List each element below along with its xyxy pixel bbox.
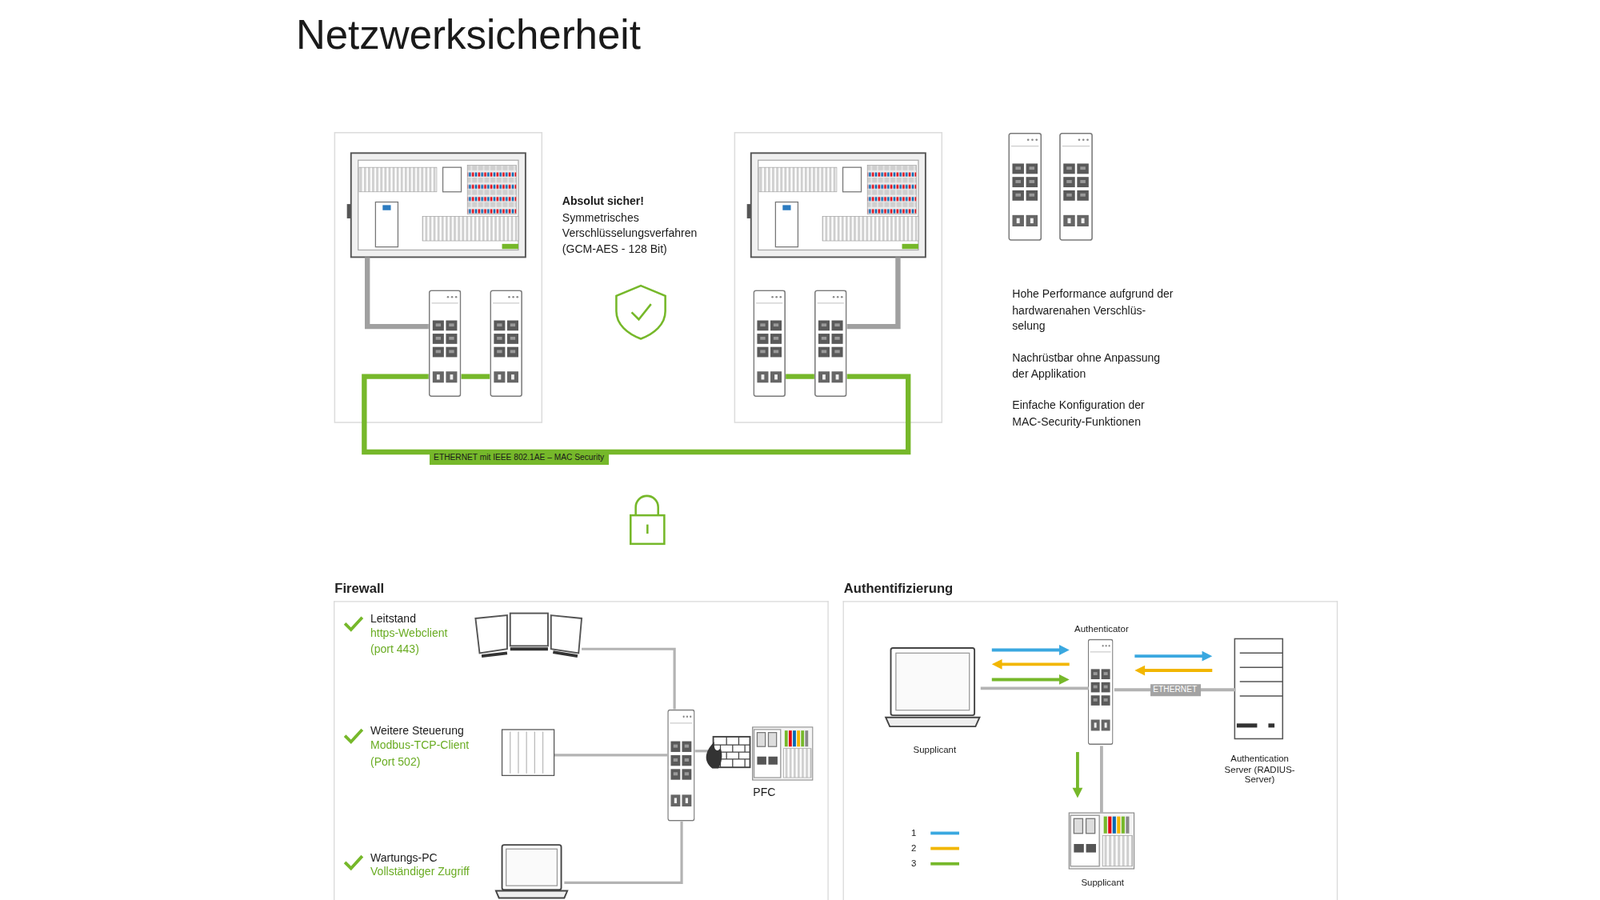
note-text: Leitstand xyxy=(370,611,416,628)
shield-icon xyxy=(616,285,665,339)
radius-server xyxy=(1234,638,1283,739)
note-text: Wartungs-PC xyxy=(370,849,438,866)
switches xyxy=(429,133,1113,821)
plc-devices xyxy=(752,727,1135,869)
note-text: Symmetrisches Verschlüsselungsverfahren … xyxy=(562,209,716,257)
band-label: ETHERNET mit IEEE 802.1AE – MAC Security xyxy=(429,452,608,464)
check-marks xyxy=(344,617,363,869)
device-node: Supplicant xyxy=(888,648,981,728)
note-text: Weitere Steuerung xyxy=(370,723,464,740)
lock-icon xyxy=(630,496,664,544)
note-text: Nachrüstbar ohne Anpassung der Applikati… xyxy=(1012,349,1174,382)
legend-swatch xyxy=(930,832,960,836)
page-title: Netzwerksicherheit xyxy=(296,10,641,60)
device-label: Authentication Server (RADIUS-Server) xyxy=(1217,752,1302,785)
firewall-wiring xyxy=(554,648,712,883)
legend-number: 3 xyxy=(911,858,916,869)
device-label: Supplicant xyxy=(913,744,957,756)
section-heading: Authentifizierung xyxy=(844,580,953,596)
network-cable xyxy=(1100,745,1104,813)
monitors xyxy=(475,613,582,657)
section-panel: AuthentifizierungSupplicantAuthenticator… xyxy=(843,600,1339,900)
cables xyxy=(364,256,908,452)
firewall-symbol xyxy=(706,736,751,769)
section-heading: Firewall xyxy=(334,580,384,596)
legend-swatch xyxy=(930,862,960,866)
device-node: Authentication Server (RADIUS-Server) xyxy=(1236,640,1284,740)
detail-text: Vollständiger Zugriff xyxy=(370,864,504,880)
legend-number: 1 xyxy=(911,827,916,838)
controller xyxy=(502,729,555,776)
legend-number: 2 xyxy=(911,843,916,854)
note-text: Hohe Performance aufgrund der hardwarena… xyxy=(1012,286,1174,334)
device-node: Supplicant xyxy=(1069,813,1136,871)
section-panel: Firewall xyxy=(333,600,829,900)
detail-text: https-Webclient (port 443) xyxy=(370,625,473,658)
legend-swatch xyxy=(930,847,960,851)
laptops xyxy=(496,648,980,898)
device-label: Supplicant xyxy=(1080,877,1124,888)
note-text: Absolut sicher! xyxy=(562,193,716,210)
note-text: PFC xyxy=(752,784,776,801)
network-cable xyxy=(980,686,1089,690)
note-text: Einfache Konfiguration der MAC-Security-… xyxy=(1012,397,1174,430)
control-cabinets xyxy=(347,152,926,257)
detail-text: Modbus-TCP-Client (Port 502) xyxy=(370,737,473,770)
device-label: Authenticator xyxy=(1074,623,1129,634)
device-node: Authenticator xyxy=(1088,640,1115,747)
cable-label: ETHERNET xyxy=(1149,684,1200,696)
